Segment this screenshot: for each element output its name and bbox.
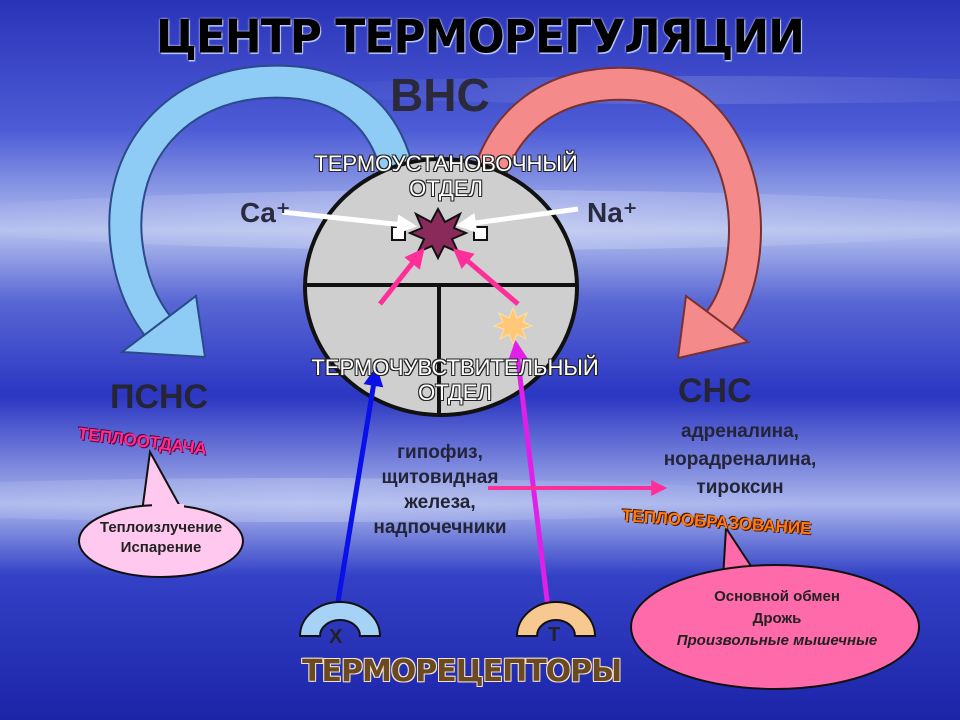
heat-production-callout — [630, 524, 920, 690]
left-curved-arrow — [108, 64, 420, 359]
warm-receptor-shape — [515, 601, 597, 637]
setpoint-dept-label: ТЕРМОУСТАНОВОЧНЫЙ ОТДЕЛ — [314, 151, 578, 201]
heat-loss-methods: Теплоизлучение Испарение — [99, 519, 223, 556]
sodium-ion-label: Na⁺ — [587, 197, 638, 228]
hormones-label: адреналина, норадреналина, тироксин — [663, 421, 817, 498]
cold-receptor-shape — [298, 601, 382, 637]
glands-label: гипофиз, щитовидная железа, надпочечники — [373, 442, 507, 538]
cold-receptor-label: Х — [329, 626, 343, 648]
cold-receptor-arrow — [334, 366, 384, 609]
diagram-title: ЦЕНТР ТЕРМОРЕГУЛЯЦИИ — [156, 10, 805, 65]
sns-label: СНС — [678, 372, 752, 410]
sensor-to-setpoint-arrow-left — [378, 247, 425, 306]
na-arrow — [456, 206, 579, 233]
psns-label: ПСНС — [110, 378, 209, 416]
sensor-to-setpoint-arrow-right — [452, 248, 520, 306]
heat-loss-callout — [78, 448, 244, 578]
ans-label: ВНС — [390, 69, 490, 121]
sensor-star-icon — [492, 306, 534, 346]
thermoreceptors-label: ТЕРМОРЕЦЕПТОРЫ — [302, 654, 622, 689]
setpoint-star-icon — [407, 206, 469, 261]
heat-production-methods: Основной обмен Дрожь Произвольные мышечн… — [676, 588, 878, 649]
warm-receptor-arrow — [507, 340, 551, 609]
right-curved-arrow — [465, 66, 762, 360]
ca-arrow — [281, 209, 417, 235]
calcium-ion-label: Ca⁺ — [240, 197, 291, 228]
warm-receptor-label: Т — [548, 624, 561, 646]
sensitive-dept-label: ТЕРМОЧУВСТВИТЕЛЬНЫЙ ОТДЕЛ — [311, 355, 599, 405]
